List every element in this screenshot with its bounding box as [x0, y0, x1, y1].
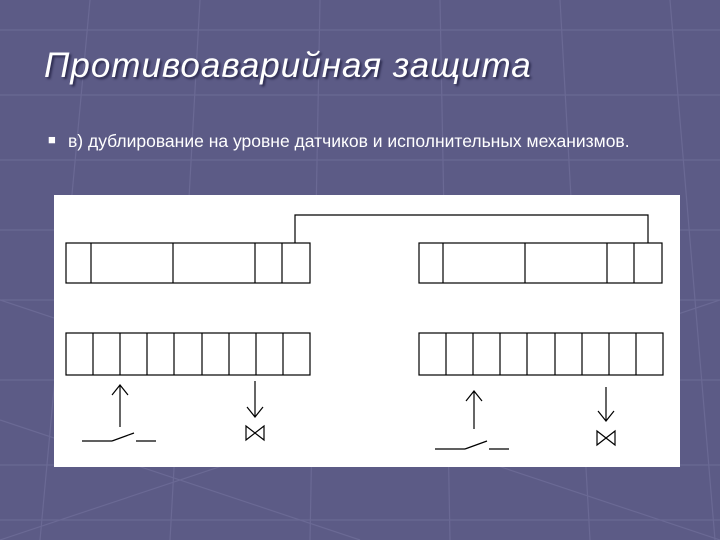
sensor-up-arrow-icon [111, 384, 129, 427]
bullet-text: в) дублирование на уровне датчиков и исп… [68, 131, 630, 151]
sensor-up-arrow-icon [465, 390, 483, 429]
actuator-down-arrow-icon [597, 387, 615, 422]
switch-contact-icon [82, 432, 156, 442]
duplication-diagram [54, 195, 680, 467]
left-lower-block [65, 332, 311, 376]
right-lower-block [418, 332, 664, 376]
diagram-canvas [65, 214, 664, 450]
switch-contact-icon [435, 440, 509, 450]
right-upper-block [418, 242, 663, 284]
actuator-down-arrow-icon [246, 381, 264, 418]
slide-title: Противоаварийная защита [44, 46, 532, 85]
valve-icon [245, 424, 265, 442]
left-upper-block [65, 242, 311, 284]
square-bullet-icon: ■ [48, 132, 56, 147]
valve-icon [596, 429, 616, 447]
connector-line [294, 214, 649, 243]
